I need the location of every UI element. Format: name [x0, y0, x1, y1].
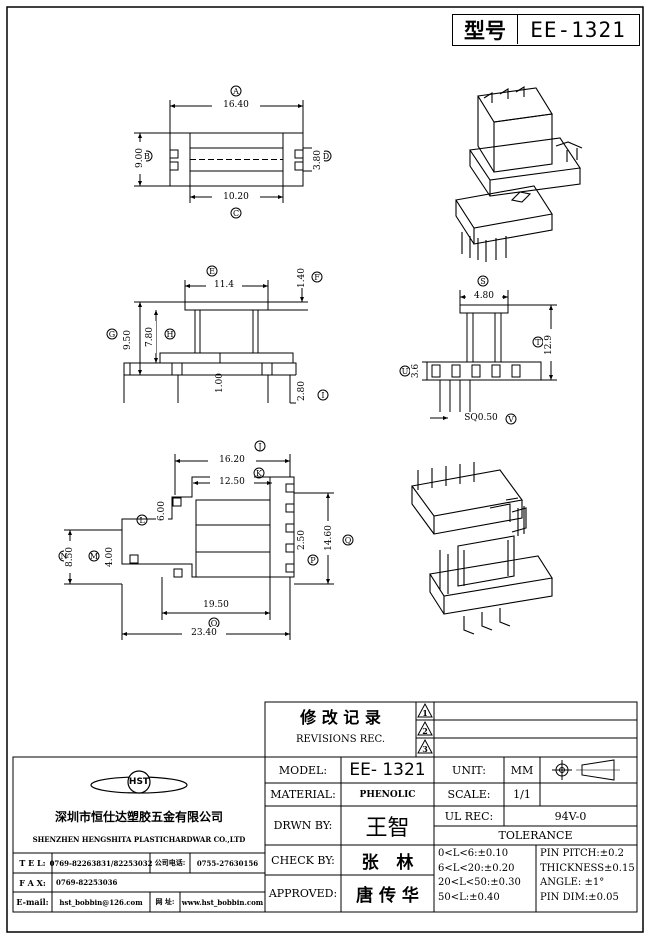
tel-label: T E L: — [19, 858, 46, 868]
dim-V: SQ0.50 — [464, 413, 498, 423]
label-B: B — [144, 151, 150, 161]
label-E: E — [209, 266, 215, 276]
label-S: S — [480, 276, 486, 286]
label-M: M — [89, 551, 99, 561]
iso-view-bottom — [411, 462, 553, 635]
scale-value: 1/1 — [513, 788, 531, 801]
company-logo: HST — [128, 777, 150, 787]
title-block: 型号 EE-1321 — [452, 14, 640, 46]
dim-U: 3.6 — [410, 357, 422, 385]
view-top — [134, 85, 332, 219]
view-side — [399, 275, 557, 425]
label-G: G — [108, 329, 116, 339]
material-value: PHENOLIC — [359, 789, 416, 800]
fax-label: F A X: — [19, 877, 46, 888]
dim-F: 1.40 — [297, 267, 307, 289]
label-K: K — [256, 468, 262, 478]
dim-C: 10.20 — [212, 191, 260, 203]
label-P: P — [310, 555, 316, 565]
title-label: 型号 — [453, 15, 518, 44]
revisions-title-en: REVISIONS REC. — [295, 733, 386, 745]
fax-value: 0769-82253036 — [56, 878, 118, 887]
web-label: 网 址: — [155, 897, 175, 906]
label-Q: Q — [344, 535, 352, 545]
tol2-3: ANGLE: ±1° — [540, 877, 605, 888]
dim-I: 1.00 — [215, 372, 225, 394]
label-T: T — [535, 337, 541, 347]
approved-label: APPROVED: — [268, 887, 338, 900]
material-label: MATERIAL: — [270, 788, 336, 801]
web-value: www.hst_bobbin.com — [181, 897, 264, 907]
title-model: EE-1321 — [530, 17, 626, 42]
unit-value: MM — [510, 763, 534, 777]
label-O: O — [210, 618, 218, 628]
label-L: L — [139, 515, 145, 525]
unit-label: UNIT: — [452, 763, 486, 777]
dim-P: 2.50 — [296, 524, 308, 556]
view-bottom — [58, 440, 354, 640]
dim-H: 7.80 — [144, 321, 156, 353]
iso-view-top — [455, 86, 583, 262]
dim-T: 12.9 — [543, 329, 555, 361]
label-J: J — [258, 441, 262, 451]
label-H: H — [166, 329, 174, 339]
label-C: C — [232, 208, 240, 218]
check-value: 张 林 — [361, 852, 414, 873]
view-front — [106, 265, 329, 404]
rev-mark-2: 2 — [422, 725, 428, 736]
company-name-cn: 深圳市恒仕达塑胶五金有限公司 — [54, 809, 223, 824]
tol-1: 0<L<6:±0.10 — [438, 848, 509, 859]
rev-mark-3: 3 — [422, 743, 428, 754]
model-value: EE- 1321 — [349, 760, 426, 780]
dim-Q: 14.60 — [323, 521, 335, 555]
label-I: I — [321, 390, 325, 400]
revisions-title-cn: 修 改 记 录 — [300, 708, 381, 727]
dim-K: 12.50 — [210, 476, 254, 488]
drawn-value: 王智 — [365, 815, 410, 841]
approved-value: 唐 传 华 — [356, 886, 419, 906]
tolerance-list-2: PIN PITCH:±0.2 THICKNESS±0.15 ANGLE: ±1°… — [540, 847, 637, 905]
dim-J: 2.80 — [296, 375, 308, 407]
scale-label: SCALE: — [447, 788, 491, 801]
tel2-label: 公司电话: — [154, 858, 186, 867]
dim-O2: 23.40 — [182, 627, 226, 639]
tel-value: 0769-82263831/82253032 — [49, 858, 153, 868]
tol2-4: PIN DIM:±0.05 — [540, 891, 619, 903]
tolerance-list: 0<L<6:±0.10 6<L<20:±0.20 20<L<50:±0.30 5… — [438, 847, 536, 905]
tol2-1: PIN PITCH:±0.2 — [540, 848, 624, 859]
tol2-2: THICKNESS±0.15 — [540, 862, 635, 874]
tol-2: 6<L<20:±0.20 — [438, 862, 515, 874]
tolerance-label: TOLERANCE — [498, 829, 573, 842]
ul-value: 94V-0 — [554, 809, 587, 823]
rev-mark-1: 1 — [422, 707, 428, 718]
title-block-grid — [12, 701, 638, 913]
dim-A: 16.40 — [212, 99, 260, 111]
label-V: V — [508, 414, 514, 424]
email-value: hst_bobbin@126.com — [59, 897, 143, 907]
dim-M: 4.00 — [104, 543, 116, 571]
dim-O: 19.50 — [194, 599, 238, 611]
drawn-label: DRWN BY: — [273, 819, 333, 832]
outer-border — [6, 6, 644, 933]
tel2-value: 0755-27630156 — [196, 858, 259, 868]
tol-4: 50<L:±0.40 — [438, 891, 500, 903]
email-label: E-mail: — [16, 897, 49, 907]
dim-L: 6.00 — [156, 495, 168, 527]
dim-E: 11.4 — [206, 279, 242, 291]
label-U: U — [401, 366, 409, 376]
model-label: MODEL: — [278, 763, 328, 777]
dim-S: 4.80 — [466, 290, 502, 302]
label-D: D — [322, 151, 330, 161]
dim-J2: 16.20 — [208, 454, 256, 466]
check-label: CHECK BY: — [271, 853, 335, 867]
label-N: N — [60, 551, 68, 561]
ul-label: UL REC: — [444, 809, 494, 823]
tol-3: 20<L<50:±0.30 — [438, 877, 521, 888]
label-F: F — [314, 272, 320, 282]
label-A: A — [233, 86, 239, 96]
dim-G: 9.50 — [122, 324, 134, 356]
company-name-en: SHENZHEN HENGSHITA PLASTICHARDWAR CO.,LT… — [32, 834, 246, 844]
